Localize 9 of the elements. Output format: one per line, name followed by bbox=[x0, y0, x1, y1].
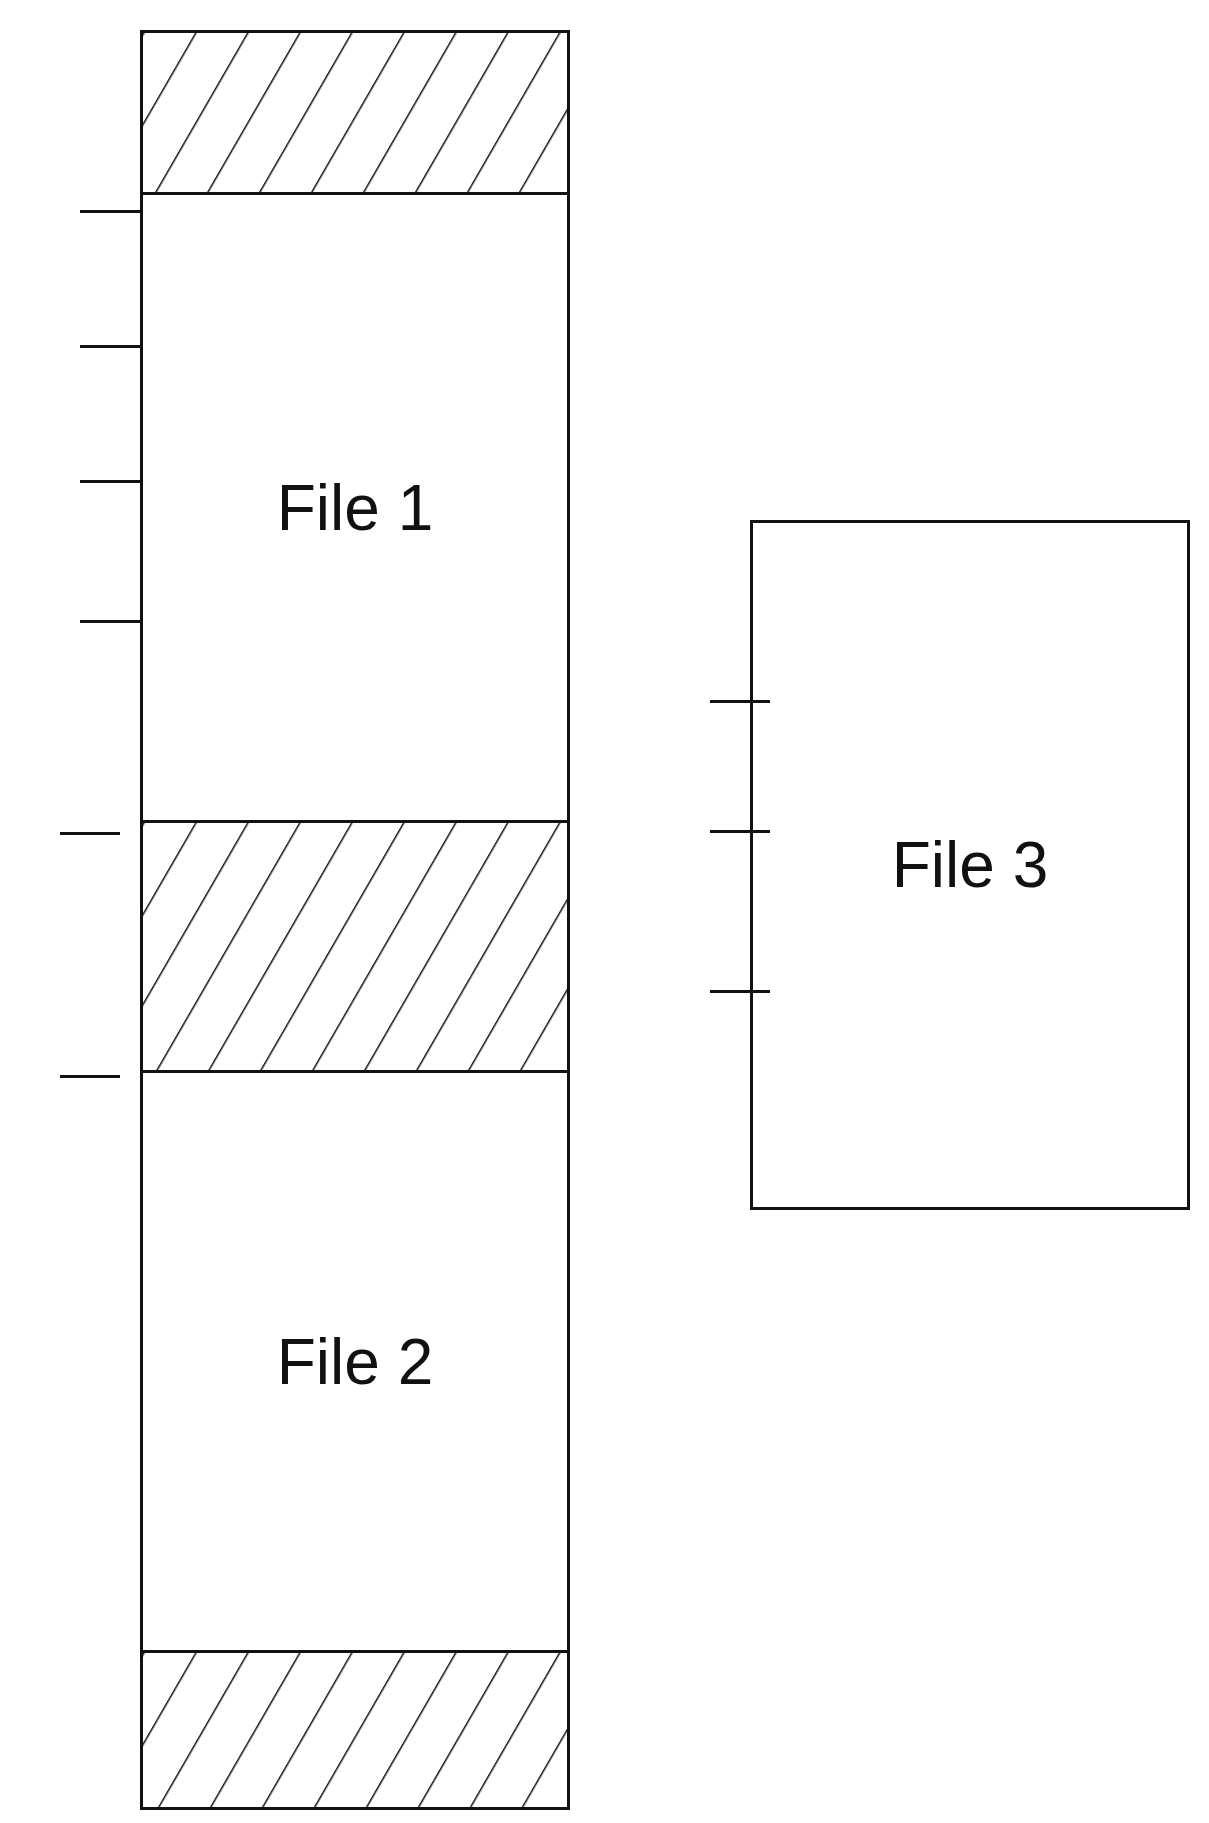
file-band bbox=[750, 520, 1190, 1210]
hatched-band bbox=[140, 30, 570, 195]
file-label: File 1 bbox=[276, 470, 434, 545]
file-band bbox=[140, 1070, 570, 1653]
file-band bbox=[140, 192, 570, 823]
file-label: File 2 bbox=[276, 1324, 434, 1399]
hatched-band bbox=[140, 1650, 570, 1810]
file-label: File 3 bbox=[891, 828, 1049, 902]
hatched-band bbox=[140, 820, 570, 1073]
